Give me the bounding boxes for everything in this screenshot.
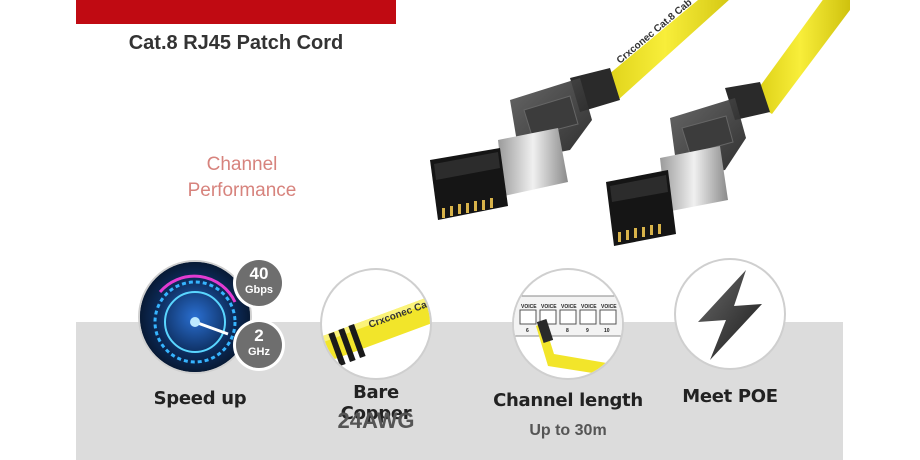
copper-cable-image: Crxconec Cat.8 C <box>322 270 430 378</box>
subtitle-line-1: Channel <box>206 154 278 175</box>
rj45-connector-left <box>430 68 620 220</box>
patch-panel-icon: VOICE VOICE VOICE VOICE VOICE 6 7 8 9 10 <box>514 295 622 378</box>
page-title: Cat.8 RJ45 Patch Cord <box>128 32 344 54</box>
port-label: VOICE <box>601 304 617 310</box>
speedometer-icon <box>140 262 250 372</box>
feature-sub-length: Up to 30m <box>529 422 607 439</box>
feature-label-copper: Bare Copper <box>340 382 412 424</box>
port-label: VOICE <box>541 304 557 310</box>
badge-value: 2 <box>254 326 264 345</box>
port-label: VOICE <box>521 304 537 310</box>
badge-unit: GHz <box>248 346 270 358</box>
subtitle-line-2: Performance <box>187 180 297 201</box>
poe-image <box>676 260 784 368</box>
lightning-bolt-icon <box>698 270 762 360</box>
port-number: 9 <box>586 328 589 334</box>
feature-label-length: Channel length <box>493 390 643 411</box>
badge-value: 40 <box>249 264 269 283</box>
rj45-connector-right <box>606 82 770 246</box>
port-number: 10 <box>604 328 610 334</box>
port-label: VOICE <box>561 304 577 310</box>
port-number: 8 <box>566 328 569 334</box>
port-label: VOICE <box>581 304 597 310</box>
badge-unit: Gbps <box>244 284 274 296</box>
patch-panel-image: VOICE VOICE VOICE VOICE VOICE 6 7 8 9 10 <box>514 270 622 378</box>
patch-cord-image: Crxconec Cat.8 Cab <box>430 0 850 246</box>
port-number: 6 <box>526 328 529 334</box>
speed-badge-gbps: 40 Gbps <box>236 260 282 306</box>
cable-left <box>590 0 729 100</box>
speed-badge-ghz: 2 GHz <box>236 322 282 368</box>
cable-right <box>750 0 850 114</box>
feature-label-poe: Meet POE <box>682 386 778 407</box>
speedometer-image <box>140 262 250 372</box>
panel-ports <box>519 309 617 325</box>
header-red-bar <box>76 0 396 24</box>
cable-closeup-icon: Crxconec Cat.8 C <box>322 292 430 367</box>
feature-label-speed: Speed up <box>153 388 247 409</box>
section-subtitle: Channel Performance <box>150 152 334 204</box>
feature-sub-awg: 24AWG <box>337 408 415 433</box>
